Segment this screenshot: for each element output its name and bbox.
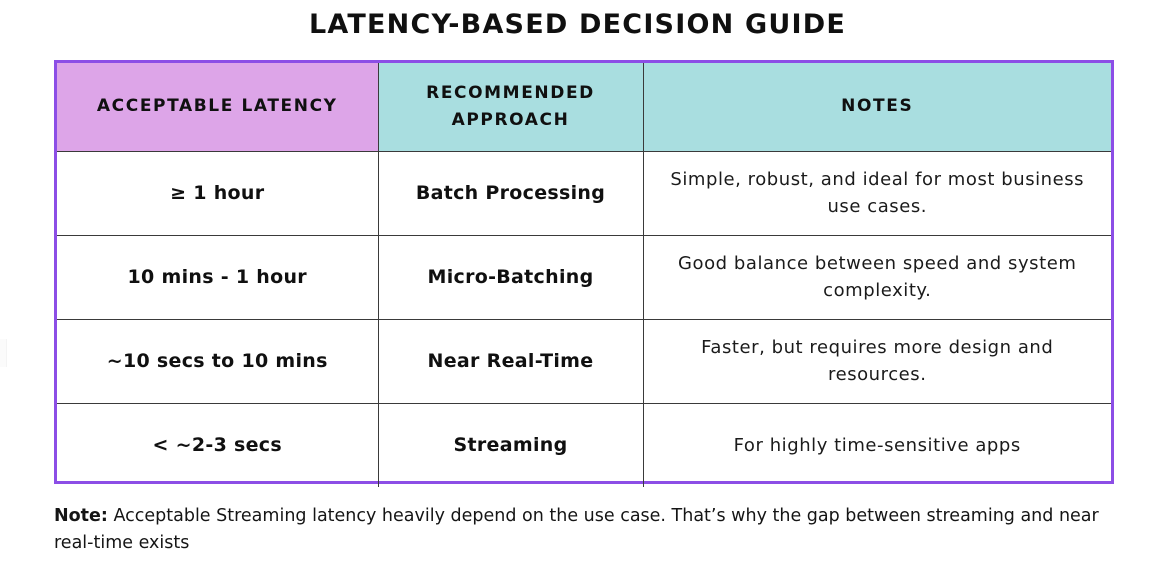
- column-header-notes: NOTES: [642, 63, 1111, 152]
- cell-notes: For highly time-sensitive apps: [642, 402, 1111, 487]
- cell-notes: Simple, robust, and ideal for most busin…: [642, 150, 1111, 236]
- cell-notes: Faster, but requires more design and res…: [642, 318, 1111, 404]
- footnote: Note: Acceptable Streaming latency heavi…: [54, 503, 1122, 557]
- cell-approach: Near Real-Time: [377, 318, 644, 404]
- cell-approach: Batch Processing: [377, 150, 644, 236]
- table-header: ACCEPTABLE LATENCY RECOMMENDED APPROACH …: [57, 63, 1111, 152]
- cell-latency: ≥ 1 hour: [57, 150, 379, 236]
- footnote-label: Note:: [54, 506, 108, 526]
- cell-approach: Streaming: [377, 402, 644, 487]
- footnote-text: Acceptable Streaming latency heavily dep…: [54, 506, 1099, 553]
- latency-guide-table-container: ACCEPTABLE LATENCY RECOMMENDED APPROACH …: [54, 60, 1114, 487]
- column-header-recommended-approach: RECOMMENDED APPROACH: [377, 63, 644, 152]
- latency-guide-table: ACCEPTABLE LATENCY RECOMMENDED APPROACH …: [57, 63, 1111, 487]
- cell-latency: < ~2-3 secs: [57, 402, 379, 487]
- table-header-row: ACCEPTABLE LATENCY RECOMMENDED APPROACH …: [57, 63, 1111, 152]
- cell-latency: ~10 secs to 10 mins: [57, 318, 379, 404]
- page-title: LATENCY-BASED DECISION GUIDE: [309, 9, 846, 40]
- table-body: ≥ 1 hour Batch Processing Simple, robust…: [57, 150, 1111, 487]
- column-header-acceptable-latency: ACCEPTABLE LATENCY: [57, 63, 379, 152]
- table-row: 10 mins - 1 hour Micro-Batching Good bal…: [57, 234, 1111, 320]
- cell-notes: Good balance between speed and system co…: [642, 234, 1111, 320]
- table-row: ≥ 1 hour Batch Processing Simple, robust…: [57, 150, 1111, 236]
- left-edge-artifact: [0, 339, 7, 367]
- table-row: ~10 secs to 10 mins Near Real-Time Faste…: [57, 318, 1111, 404]
- cell-approach: Micro-Batching: [377, 234, 644, 320]
- table-row: < ~2-3 secs Streaming For highly time-se…: [57, 402, 1111, 487]
- cell-latency: 10 mins - 1 hour: [57, 234, 379, 320]
